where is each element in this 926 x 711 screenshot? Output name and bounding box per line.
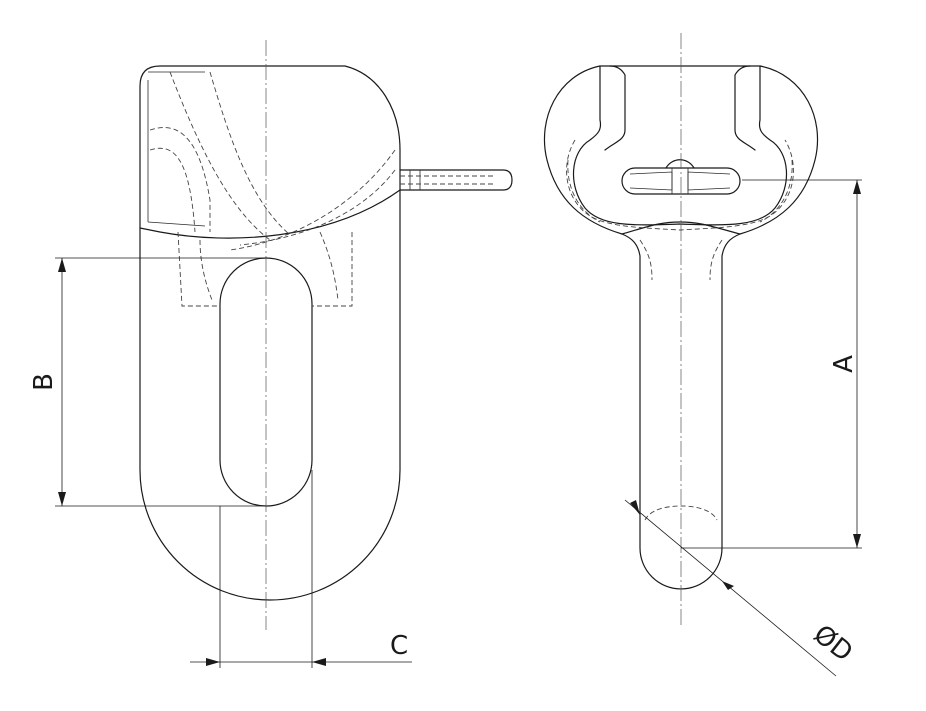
side-view: B C <box>29 40 513 668</box>
dimension-a: A <box>681 179 862 549</box>
front-prong-left <box>604 65 626 151</box>
corner-block <box>147 71 206 227</box>
dimension-c-label: C <box>390 631 408 661</box>
front-base-hidden <box>644 505 718 521</box>
front-head-outline <box>543 65 819 590</box>
dimension-d: ØD <box>624 499 858 677</box>
dimension-a-label: A <box>829 355 859 373</box>
side-view-outline <box>139 65 401 601</box>
dimension-d-label: ØD <box>808 619 858 668</box>
dimension-b-label: B <box>29 373 59 391</box>
front-view-hidden-lines <box>566 139 794 281</box>
front-fork-inner <box>573 65 787 226</box>
dimension-c: C <box>190 470 412 668</box>
pin-stub <box>399 169 513 191</box>
pin-cap-edge <box>139 189 401 239</box>
dimension-b: B <box>29 257 266 507</box>
side-view-hidden-lines <box>149 71 396 307</box>
front-prong-right <box>734 65 756 151</box>
pin-in-window <box>629 159 731 194</box>
front-view: A ØD <box>543 33 862 677</box>
